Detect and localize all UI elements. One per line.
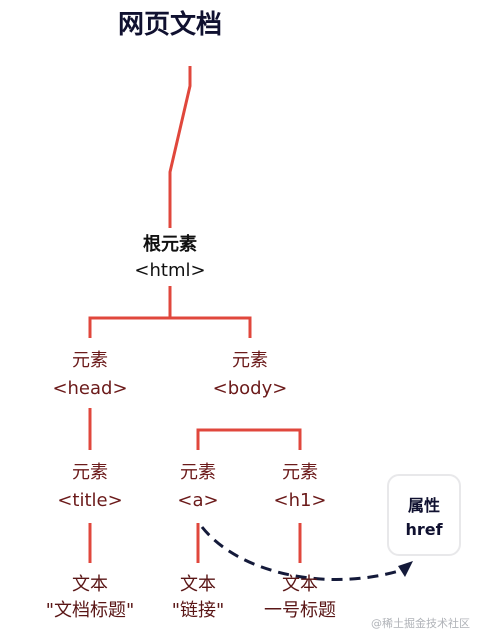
- title-node-label: 元素: [72, 462, 108, 483]
- connector-title-root: [168, 66, 192, 228]
- body-node-label: 元素: [232, 350, 268, 371]
- root-node-label: 根元素: [143, 234, 197, 255]
- connector-body-bracket: [196, 428, 302, 450]
- text-h1-value: 一号标题: [264, 600, 336, 621]
- arrowhead-icon: [398, 561, 413, 577]
- watermark: @稀土掘金技术社区: [371, 617, 470, 630]
- a-node-label: 元素: [180, 462, 216, 483]
- diagram-title: 网页文档: [117, 10, 222, 40]
- text-h1-label: 文本: [282, 574, 318, 595]
- body-node-tag: <body>: [212, 378, 288, 399]
- a-node-tag: <a>: [177, 490, 219, 511]
- text-title-label: 文本: [72, 574, 108, 595]
- title-node-tag: <title>: [57, 490, 123, 511]
- attribute-box: 属性 href: [387, 474, 461, 556]
- h1-node-tag: <h1>: [273, 490, 327, 511]
- attribute-label: 属性: [407, 496, 440, 515]
- text-title-value: "文档标题": [45, 600, 135, 621]
- dashed-arrow-a-to-attribute: [200, 526, 403, 581]
- h1-node-label: 元素: [282, 462, 318, 483]
- root-node-tag: <html>: [134, 260, 206, 281]
- attribute-name: href: [405, 520, 443, 539]
- connector-root-bracket: [88, 316, 252, 338]
- head-node-tag: <head>: [52, 378, 128, 399]
- head-node-label: 元素: [72, 350, 108, 371]
- text-link-value: "链接": [171, 600, 225, 621]
- text-link-label: 文本: [180, 574, 216, 595]
